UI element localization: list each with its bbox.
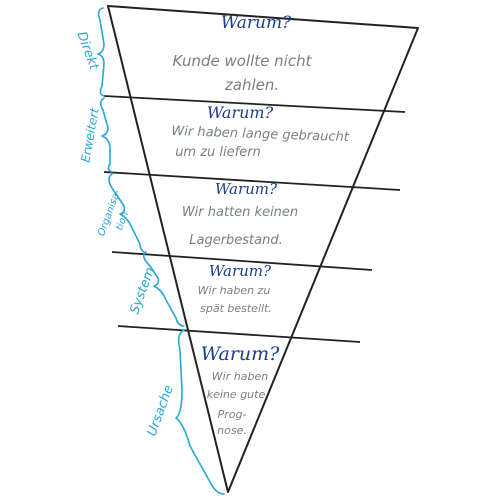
level-bracket-3: [108, 173, 145, 253]
level-answer-line: Kunde wollte nicht: [173, 52, 313, 70]
divider-line: [111, 251, 373, 271]
level-answer-line: Prog-: [218, 408, 247, 421]
level-answer-line: Lagerbestand.: [189, 233, 283, 248]
level-bracket-4: [142, 251, 185, 327]
level-label-direkt: Direkt: [73, 30, 101, 73]
level-answer-line: nose.: [217, 424, 247, 437]
level-label-system: System: [127, 265, 158, 316]
level-answer-line: Wir hatten keinen: [182, 205, 298, 220]
level-bracket-2: [99, 97, 113, 173]
level-answer-line: um zu liefern: [175, 145, 261, 160]
level-question: Warum?: [207, 103, 274, 122]
level-bracket-1: [97, 7, 105, 97]
level-bracket-5: [175, 329, 225, 495]
divider-line: [117, 325, 361, 343]
level-answer-line: Wir haben zu: [198, 284, 271, 297]
level-answer-line: Wir haben lange gebraucht: [171, 124, 350, 145]
level-question: Warum?: [209, 262, 272, 280]
level-question: Warum?: [215, 180, 278, 198]
divider-line: [103, 95, 406, 113]
level-answer-line: spät bestellt.: [200, 302, 272, 315]
level-answer-line: Wir haben: [212, 370, 268, 383]
divider-line: [103, 171, 401, 191]
level-question: Warum?: [221, 13, 292, 33]
level-question: Warum?: [201, 343, 281, 365]
level-answer-line: keine gute: [207, 388, 266, 401]
level-label-ursache: Ursache: [145, 383, 177, 438]
level-label-erweitert: Erweitert: [78, 106, 102, 164]
funnel-outline: [107, 5, 419, 493]
level-answer-line: zahlen.: [224, 76, 279, 94]
